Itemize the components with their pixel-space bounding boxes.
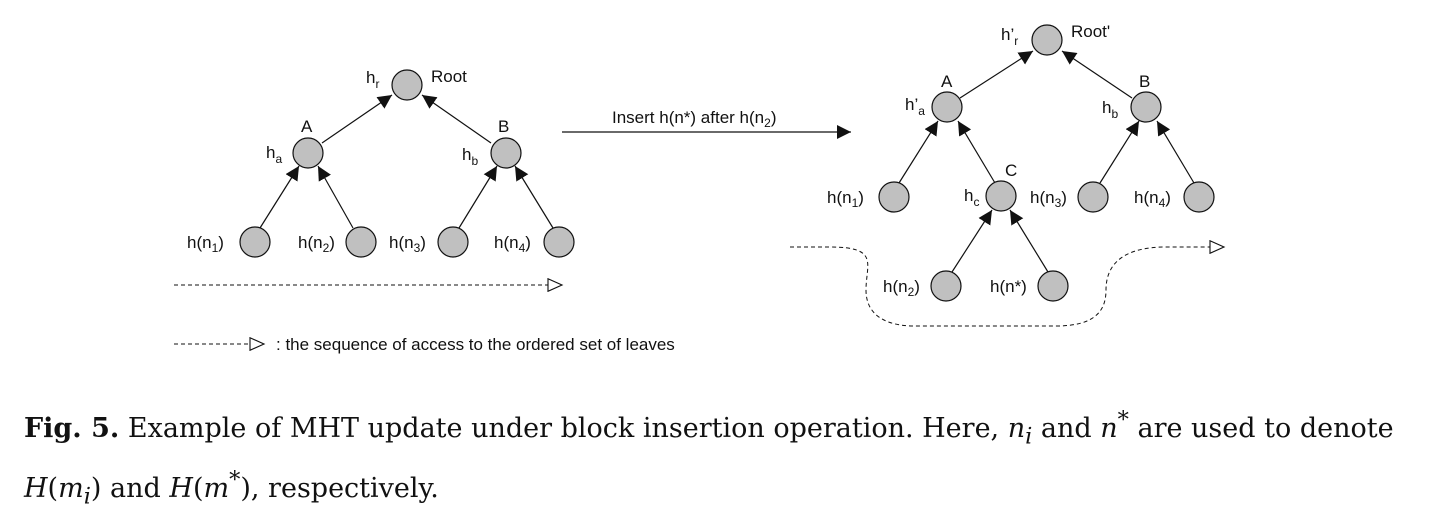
mht-diagram: hr Root A ha B hb h(n1) h(n2) h(n3) h(n4… [174, 22, 1432, 354]
edge-n4-to-b2 [1156, 120, 1195, 184]
right-root-hash: h’r [1001, 25, 1018, 48]
right-access-sequence-arrow [790, 247, 1224, 327]
left-node-a-label: A [301, 117, 313, 136]
edge-b2-to-root2 [1061, 50, 1133, 99]
left-root-node [391, 69, 423, 101]
caption-text-1: Example of MHT update under block insert… [119, 413, 1008, 444]
left-leaf-n1 [239, 226, 271, 258]
edge-n1-to-a [259, 165, 300, 229]
left-leaf-n2 [345, 226, 377, 258]
right-node-b [1130, 91, 1162, 123]
edge-c-to-a2 [957, 120, 996, 184]
right-root-node [1031, 24, 1063, 56]
right-tree [898, 50, 1195, 273]
figure-label: Fig. 5. [24, 413, 120, 444]
left-root-label: Root [431, 67, 467, 86]
right-leaf-n1 [878, 181, 910, 213]
left-node-b-label: B [498, 117, 509, 136]
right-node-a-label: A [941, 72, 953, 91]
edge-n2-to-c [951, 209, 993, 273]
right-leaf-nstar [1037, 270, 1069, 302]
edge-a2-to-root2 [959, 50, 1034, 99]
legend-text: : the sequence of access to the ordered … [276, 335, 675, 354]
right-node-a [931, 91, 963, 123]
right-node-c-label: C [1005, 161, 1017, 180]
left-leaf-n4-label: h(n4) [494, 233, 531, 255]
figure-caption: Fig. 5. Example of MHT update under bloc… [24, 407, 1394, 510]
left-node-b [490, 137, 522, 169]
edge-nstar-to-c [1009, 209, 1049, 273]
edge-n1-to-a2 [898, 120, 939, 184]
edge-n2-to-a [317, 165, 354, 229]
insert-arrow-label: Insert h(n*) after h(n2) [612, 108, 776, 130]
left-node-a-hash: ha [266, 143, 282, 166]
right-leaf-n2-label: h(n2) [883, 277, 920, 299]
left-leaf-n3 [437, 226, 469, 258]
edge-b-to-root [421, 94, 492, 144]
right-root-label: Root' [1071, 22, 1110, 41]
edge-a-to-root [321, 94, 393, 144]
right-node-c [985, 180, 1017, 212]
left-leaf-n4 [543, 226, 575, 258]
edge-n4-to-b [514, 165, 554, 229]
right-leaf-n2 [930, 270, 962, 302]
right-leaf-nstar-label: h(n*) [990, 277, 1027, 296]
left-node-a [292, 137, 324, 169]
left-leaf-n2-label: h(n2) [298, 233, 335, 255]
edge-n3-to-b2 [1099, 120, 1140, 184]
edge-n3-to-b [458, 165, 498, 229]
right-leaf-n3 [1077, 181, 1109, 213]
right-node-b-label: B [1139, 72, 1150, 91]
left-root-hash: hr [366, 68, 379, 91]
left-tree [259, 94, 554, 229]
left-leaf-n3-label: h(n3) [389, 233, 426, 255]
right-node-b-hash: hb [1102, 98, 1118, 121]
right-leaf-n4 [1183, 181, 1215, 213]
right-leaf-n3-label: h(n3) [1030, 188, 1067, 210]
left-node-b-hash: hb [462, 145, 478, 168]
left-leaf-n1-label: h(n1) [187, 233, 224, 255]
right-node-c-hash: hc [964, 186, 979, 209]
right-leaf-n4-label: h(n4) [1134, 188, 1171, 210]
right-leaf-n1-label: h(n1) [827, 188, 864, 210]
right-node-a-hash: h’a [905, 95, 925, 118]
